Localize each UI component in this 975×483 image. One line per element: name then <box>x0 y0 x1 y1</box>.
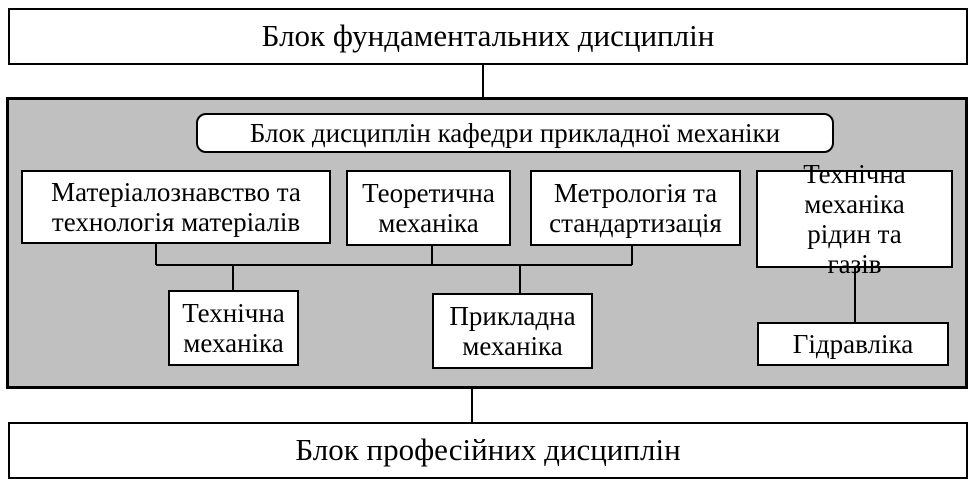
department-block-title: Блок дисциплін кафедри прикладної механі… <box>196 113 834 153</box>
theoretical-mechanics-box: Теоретична механіка <box>346 170 511 246</box>
fundamental-disciplines-block: Блок фундаментальних дисциплін <box>8 8 968 65</box>
hydraulics-box: Гідравліка <box>757 322 949 366</box>
materials-science-box: Матеріалознавство та технологія матеріал… <box>21 170 331 244</box>
metrology-box: Метрологія та стандартизація <box>530 170 741 246</box>
applied-mechanics-box: Прикладна механіка <box>432 293 593 369</box>
technical-mechanics-box: Технічна механіка <box>168 290 299 366</box>
fluid-mechanics-box: Технічна механіка рідин та газів <box>756 159 953 279</box>
professional-disciplines-block: Блок професійних дисциплін <box>8 422 968 479</box>
